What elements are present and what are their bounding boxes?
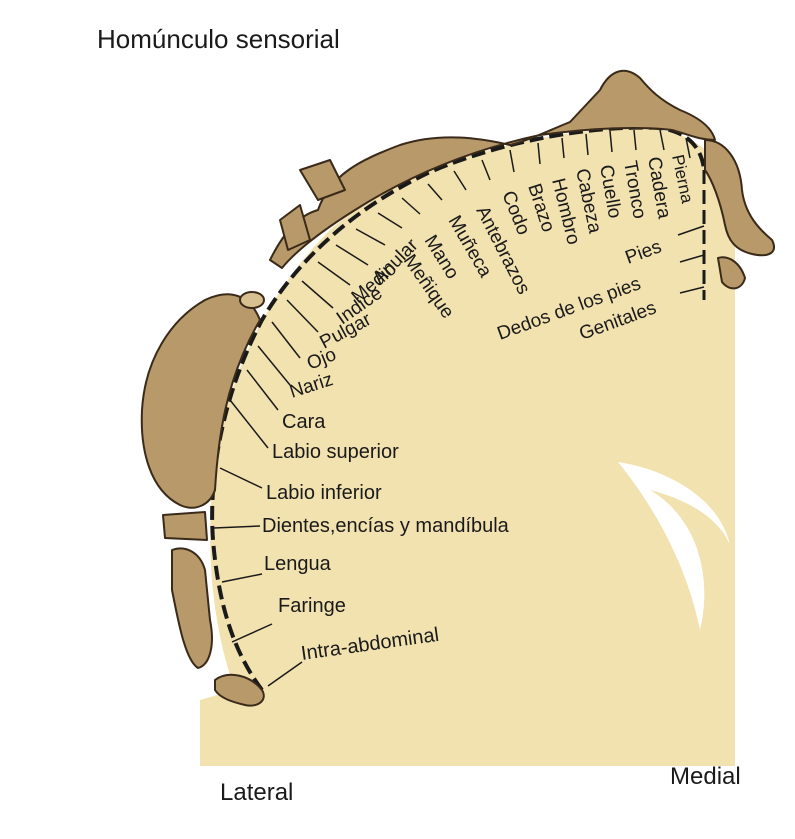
label-medial: Medial <box>670 763 741 790</box>
homunculus-eye <box>240 292 264 308</box>
label-dientes: Dientes,encías y mandíbula <box>262 515 510 537</box>
homunculus-jaw <box>163 512 207 540</box>
label-lateral: Lateral <box>220 779 293 806</box>
label-lengua: Lengua <box>264 553 332 575</box>
label-faringe: Faringe <box>278 595 346 617</box>
label-labio-superior: Labio superior <box>272 441 399 463</box>
label-cara: Cara <box>282 411 326 433</box>
homunculus-tongue <box>172 548 212 668</box>
label-labio-inferior: Labio inferior <box>266 482 382 504</box>
diagram-title: Homúnculo sensorial <box>97 24 340 54</box>
